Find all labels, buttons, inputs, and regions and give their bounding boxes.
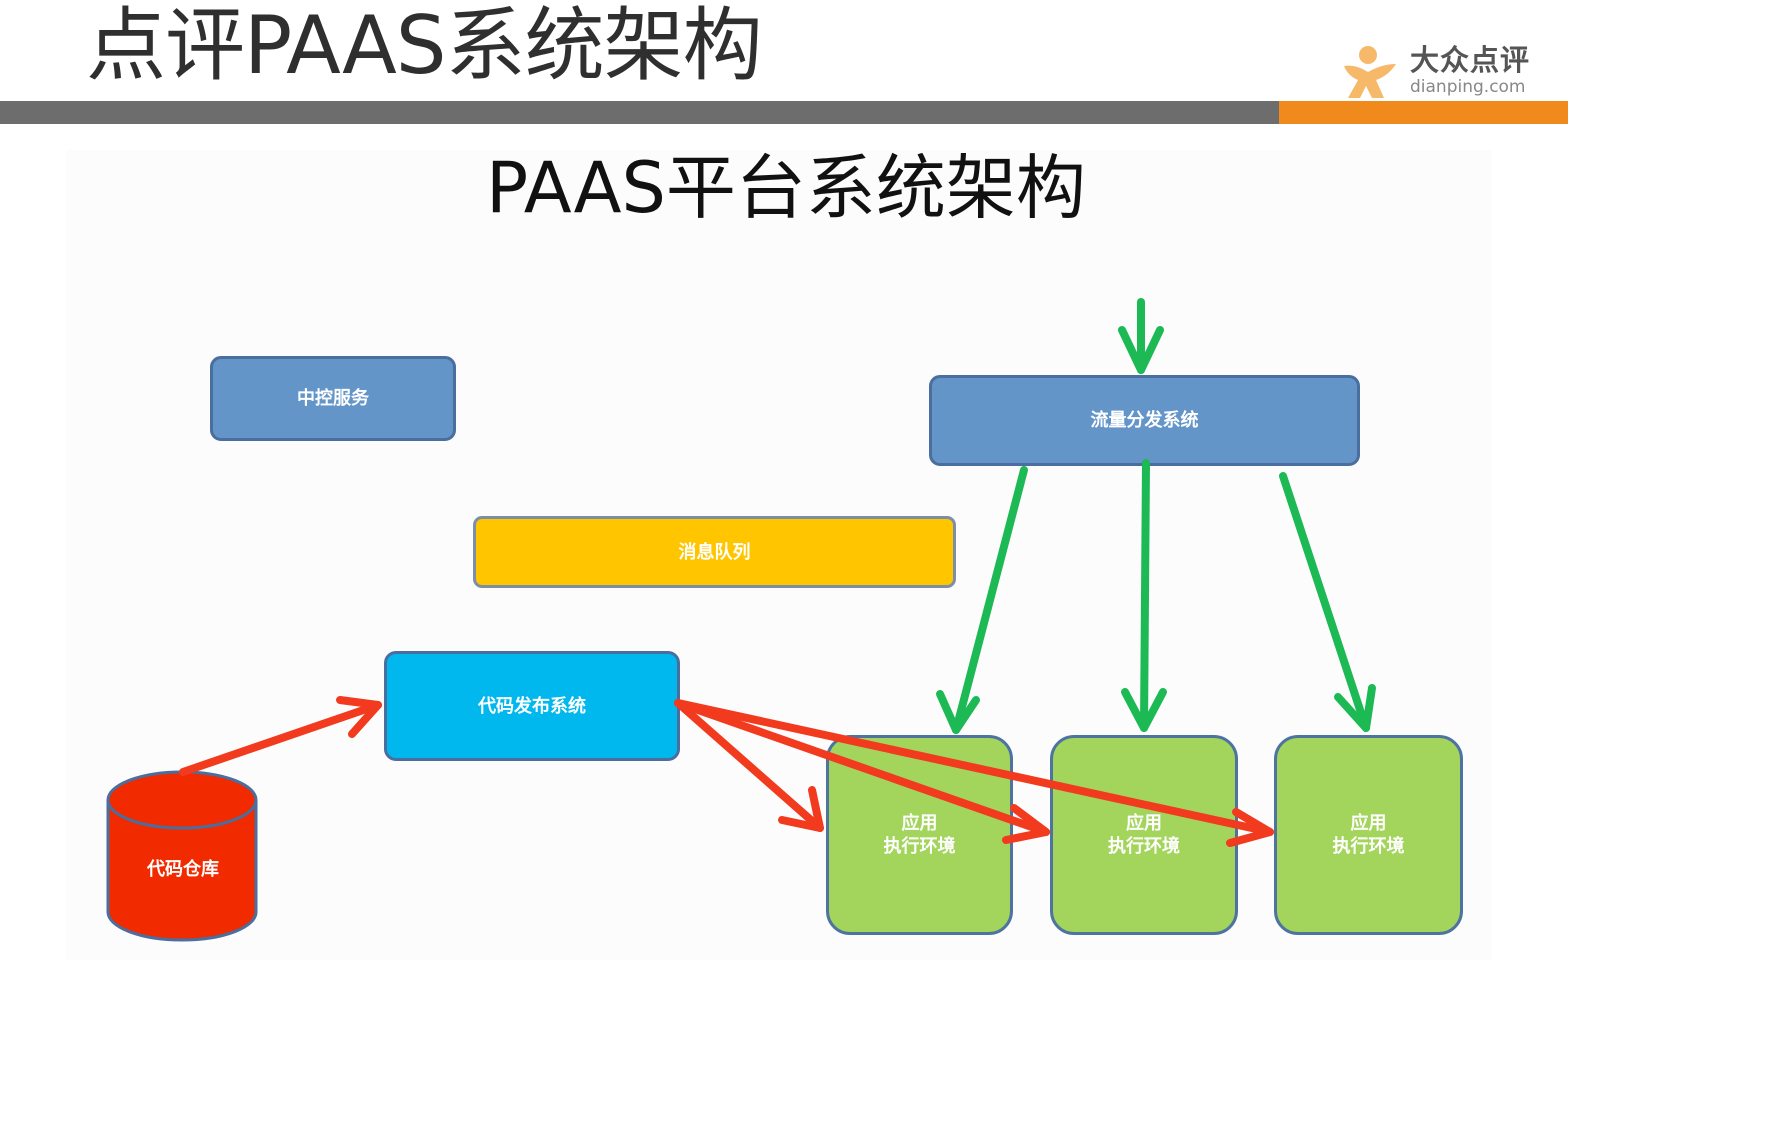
dianping-mascot-icon [1344, 46, 1396, 98]
message-queue-label: 消息队列 [678, 541, 751, 563]
slide-title: 点评PAAS系统架构 [86, 0, 763, 92]
dianping-logo: 大众点评 dianping.com [1338, 42, 1548, 102]
header-bar-gray [0, 101, 1279, 124]
code-release-box: 代码发布系统 [384, 651, 680, 761]
app-env-label-1: 应用 执行环境 [883, 813, 956, 857]
code-repo-label: 代码仓库 [147, 859, 219, 880]
diagram-title: PAAS平台系统架构 [486, 147, 1086, 229]
app-env-box-1: 应用 执行环境 [826, 735, 1013, 935]
traffic-dispatch-box: 流量分发系统 [929, 375, 1360, 466]
logo-text-chinese: 大众点评 [1410, 43, 1531, 77]
app-env-label-2: 应用 执行环境 [1108, 813, 1180, 857]
central-control-label: 中控服务 [297, 388, 369, 409]
app-env-label-3: 应用 执行环境 [1332, 813, 1405, 857]
traffic-dispatch-label: 流量分发系统 [1090, 410, 1199, 431]
central-control-box: 中控服务 [210, 356, 456, 441]
logo-text-english: dianping.com [1410, 77, 1526, 97]
message-queue-box: 消息队列 [473, 516, 956, 588]
app-env-box-3: 应用 执行环境 [1274, 735, 1463, 935]
app-env-box-2: 应用 执行环境 [1050, 735, 1238, 935]
code-release-label: 代码发布系统 [478, 695, 586, 717]
header-bar-orange [1279, 101, 1568, 124]
